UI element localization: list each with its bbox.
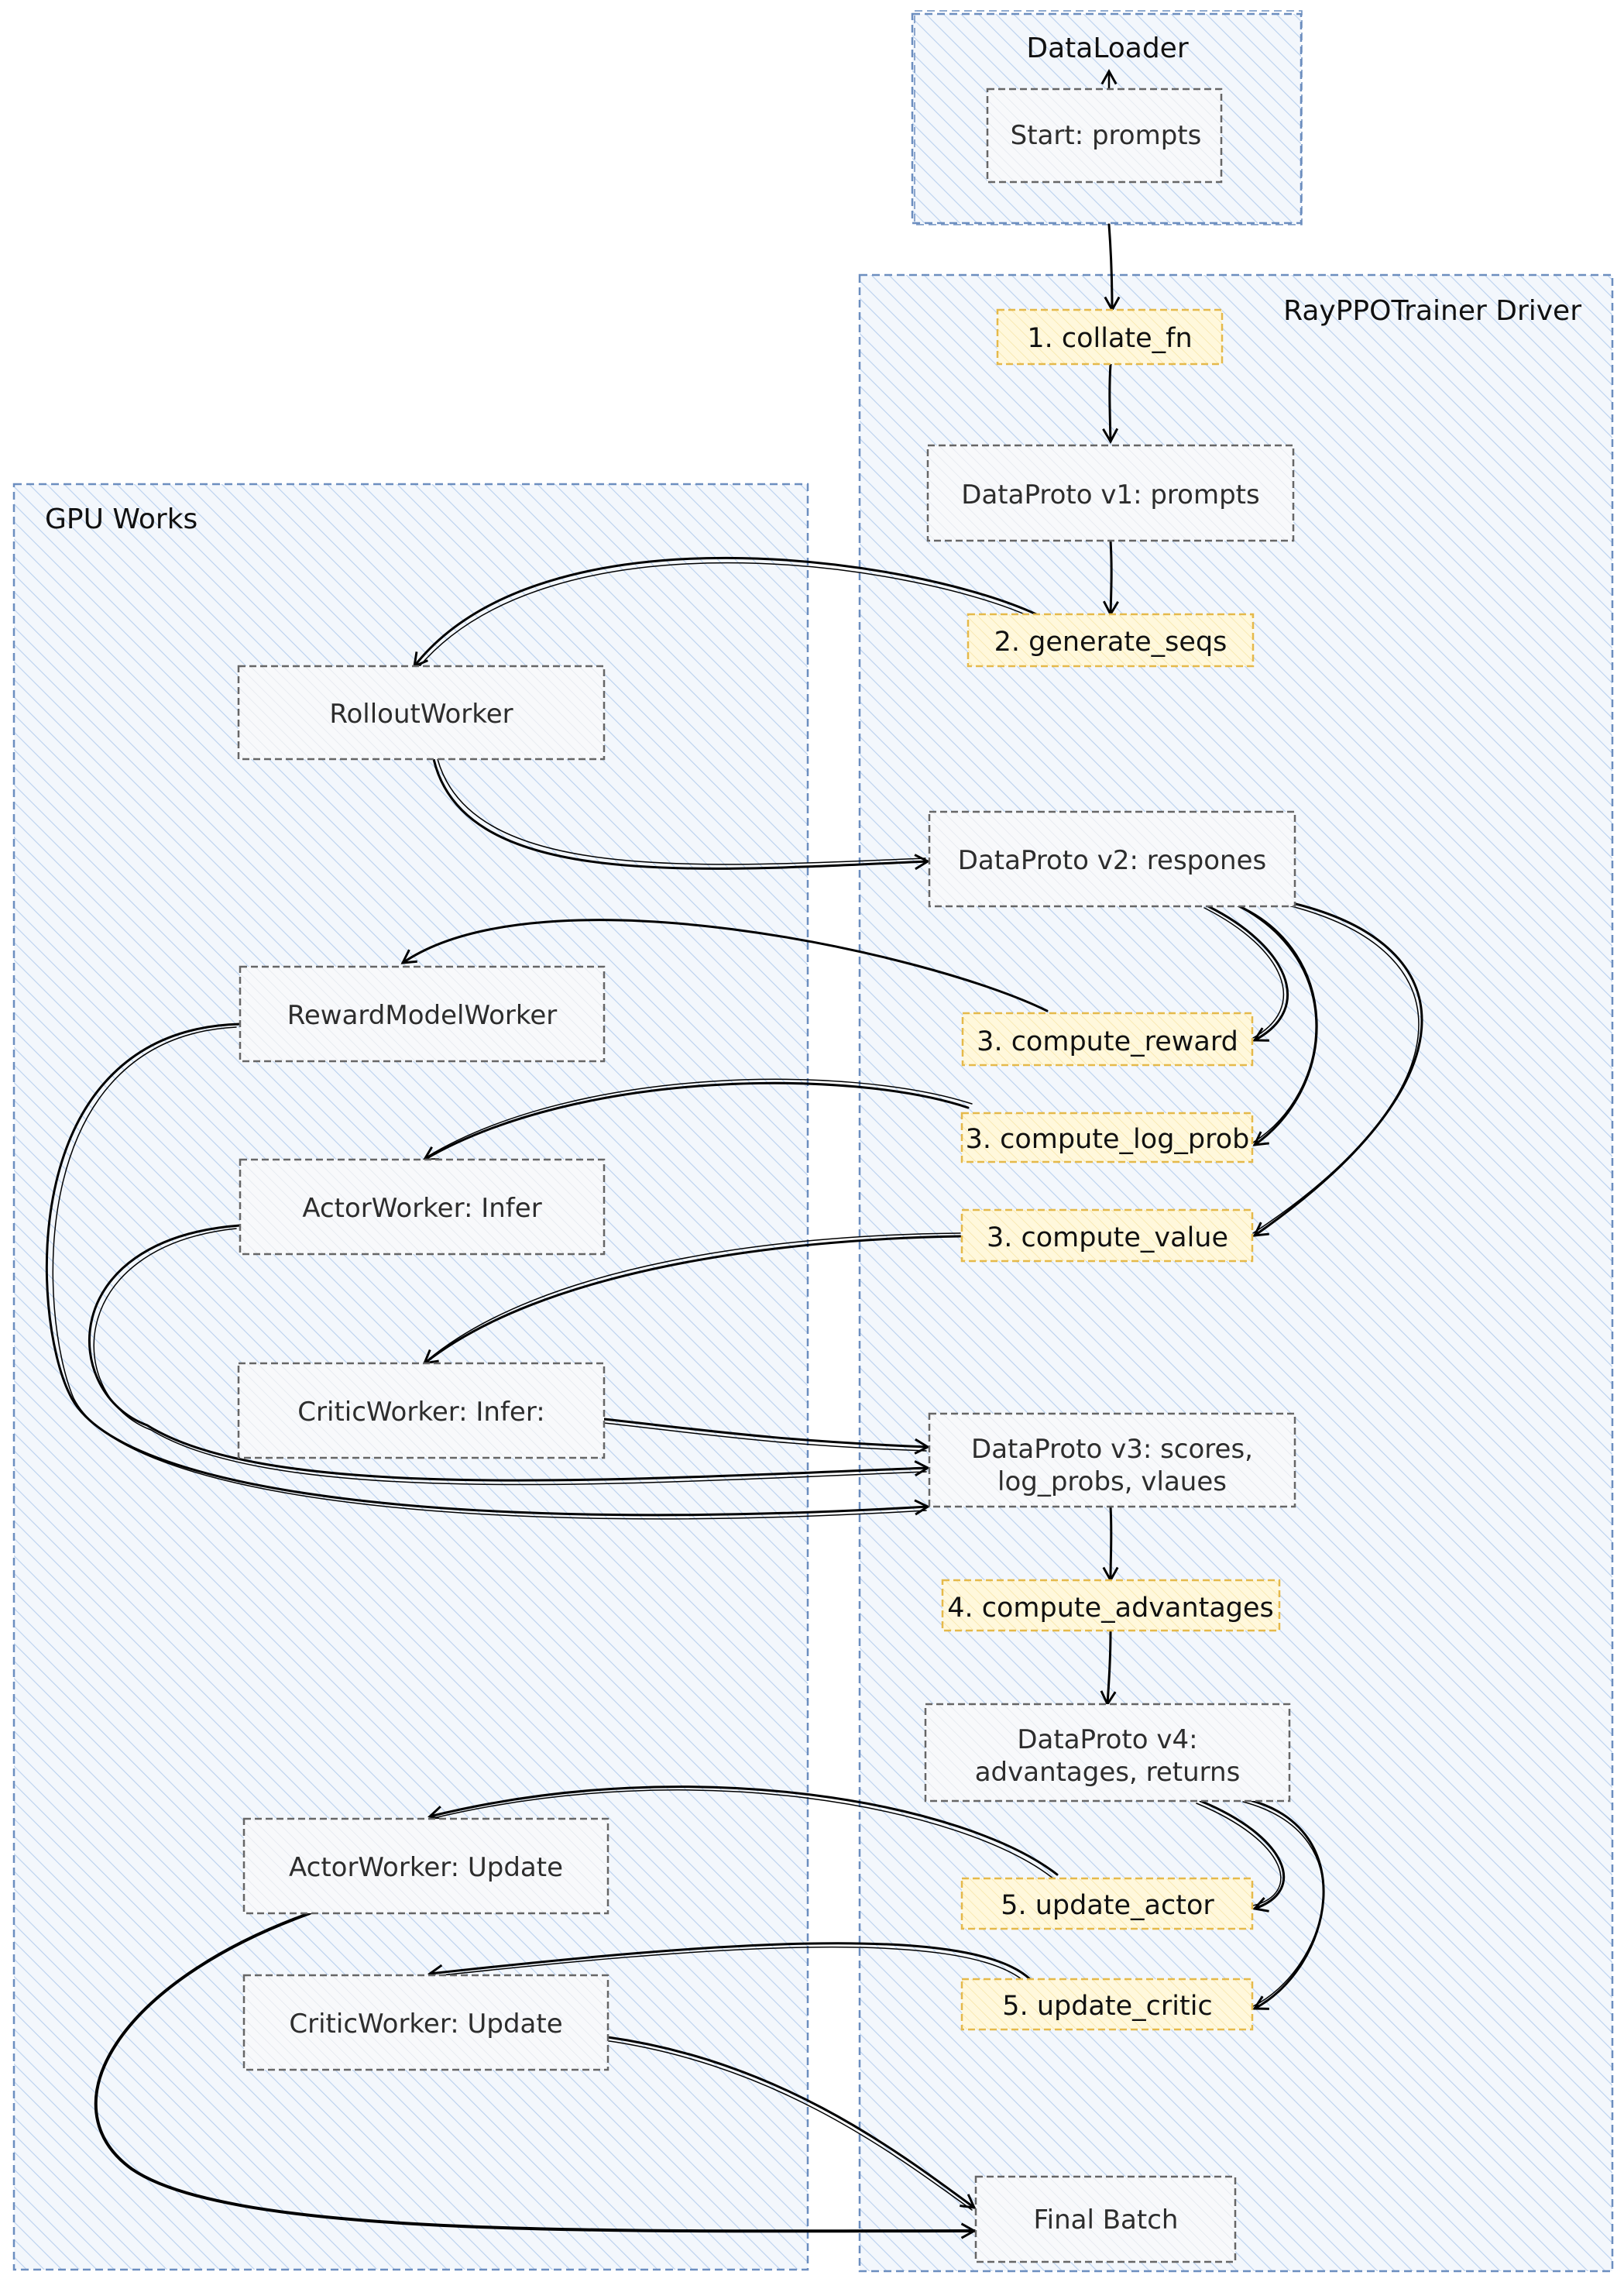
node-start: Start: prompts	[986, 88, 1223, 184]
node-final-batch: Final Batch	[974, 2175, 1237, 2263]
step-compute-log-prob: 3. compute_log_prob	[960, 1112, 1254, 1163]
arrow-logprob-step-to-actor-infer	[422, 1081, 970, 1161]
group-driver-label: RayPPOTrainer Driver	[1283, 295, 1581, 327]
node-dataproto-v3-line1: DataProto v3: scores,	[971, 1434, 1253, 1465]
arrow-dataloader-to-collate	[1104, 223, 1121, 313]
arrow-reward-step-to-reward-worker	[400, 919, 1049, 1012]
step-update-actor-label: 5. update_actor	[1001, 1890, 1214, 1921]
node-critic-worker-update: CriticWorker: Update	[242, 1974, 609, 2071]
group-gpu-works-label: GPU Works	[45, 503, 197, 535]
node-actor-worker-infer: ActorWorker: Infer	[239, 1158, 606, 1256]
arrow-update-actor-step-to-actor-update	[427, 1785, 1059, 1876]
arrow-update-critic-step-to-critic-update	[427, 1942, 1032, 1981]
group-dataloader-label: DataLoader	[1026, 33, 1188, 64]
step-compute-advantages: 4. compute_advantages	[941, 1579, 1281, 1632]
step-generate: 2. generate_seqs	[967, 613, 1255, 668]
group-driver: RayPPOTrainer Driver	[858, 273, 1614, 2273]
node-dataproto-v2-label: DataProto v2: respones	[958, 845, 1267, 876]
node-critic-worker-infer-label: CriticWorker: Infer:	[297, 1397, 544, 1428]
node-critic-worker-infer: CriticWorker: Infer:	[237, 1362, 606, 1459]
step-compute-log-prob-label: 3. compute_log_prob	[966, 1124, 1250, 1155]
node-dataproto-v4-line2: advantages, returns	[975, 1757, 1241, 1788]
node-dataproto-v4-line1: DataProto v4:	[1017, 1724, 1197, 1755]
arrow-dpv4-to-update-actor-step	[1199, 1799, 1286, 1913]
node-reward-model-worker: RewardModelWorker	[239, 965, 606, 1063]
arrow-dpv2-to-value-step	[1252, 901, 1423, 1237]
arrow-actor-update-to-final	[94, 1912, 977, 2239]
arrow-dpv2-to-logprob-step	[1238, 905, 1318, 1146]
group-dataloader: DataLoader	[911, 10, 1303, 225]
arrow-critic-infer-to-dpv3	[603, 1418, 931, 1455]
arrow-actor-infer-to-dpv3	[88, 1224, 931, 1482]
node-rollout-worker: RolloutWorker	[237, 665, 606, 761]
step-compute-reward: 3. compute_reward	[961, 1012, 1254, 1067]
arrow-advantages-to-dpv4	[1100, 1629, 1117, 1707]
arrow-dpv2-to-reward-step	[1207, 905, 1289, 1042]
step-update-actor: 5. update_actor	[960, 1877, 1254, 1930]
step-compute-advantages-label: 4. compute_advantages	[947, 1593, 1274, 1624]
arrow-generate-to-rollout	[413, 556, 1038, 668]
arrow-critic-update-to-final	[606, 2036, 977, 2209]
arrow-collate-to-dpv1	[1102, 363, 1119, 445]
step-compute-value-label: 3. compute_value	[987, 1222, 1228, 1253]
node-dataproto-v3-line2: log_probs, vlaues	[997, 1466, 1227, 1497]
node-dataproto-v3: DataProto v3: scores, log_probs, vlaues	[928, 1412, 1296, 1508]
connectors	[45, 68, 1423, 2239]
node-rollout-worker-label: RolloutWorker	[329, 699, 513, 730]
step-collate: 1. collate_fn	[996, 308, 1224, 366]
step-update-critic-label: 5. update_critic	[1002, 1991, 1212, 2022]
arrow-rollout-to-dpv2	[432, 758, 931, 871]
node-start-label: Start: prompts	[1011, 120, 1202, 151]
node-actor-worker-infer-label: ActorWorker: Infer	[302, 1193, 541, 1224]
node-actor-worker-update: ActorWorker: Update	[242, 1817, 609, 1915]
node-dataproto-v2: DataProto v2: respones	[928, 810, 1296, 908]
node-critic-worker-update-label: CriticWorker: Update	[289, 2009, 562, 2040]
step-update-critic: 5. update_critic	[960, 1978, 1254, 2031]
node-reward-model-worker-label: RewardModelWorker	[287, 1000, 558, 1031]
step-collate-label: 1. collate_fn	[1027, 323, 1192, 354]
step-compute-reward-label: 3. compute_reward	[977, 1026, 1238, 1057]
step-generate-label: 2. generate_seqs	[994, 627, 1227, 658]
node-dataproto-v4: DataProto v4: advantages, returns	[924, 1703, 1291, 1803]
node-final-batch-label: Final Batch	[1034, 2205, 1179, 2236]
node-dataproto-v1: DataProto v1: prompts	[926, 444, 1295, 542]
step-compute-value: 3. compute_value	[960, 1208, 1254, 1263]
arrow-value-step-to-critic-infer	[422, 1235, 962, 1365]
node-dataproto-v1-label: DataProto v1: prompts	[961, 479, 1259, 510]
node-actor-worker-update-label: ActorWorker: Update	[289, 1852, 563, 1883]
